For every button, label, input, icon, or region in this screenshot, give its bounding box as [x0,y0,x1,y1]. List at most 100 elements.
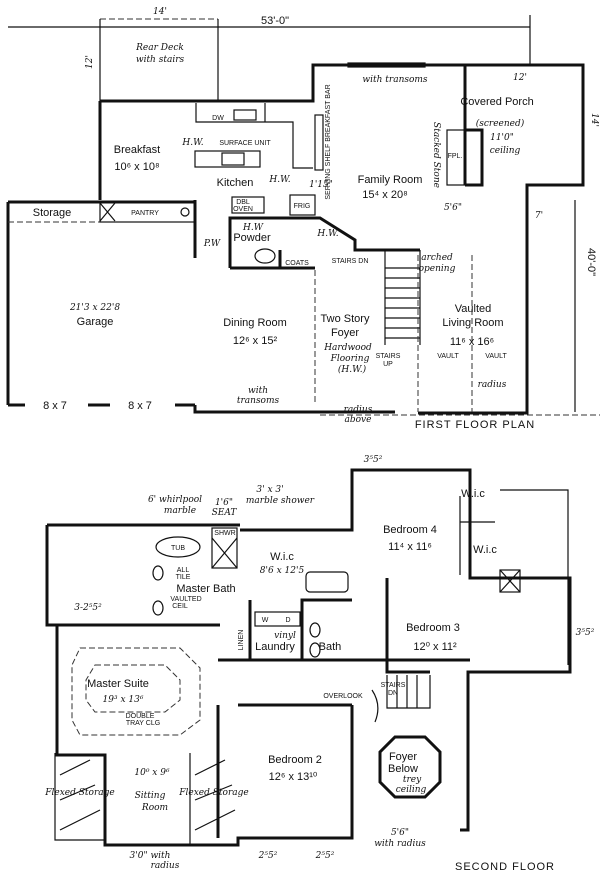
covered-porch-label: Covered Porch [460,96,533,108]
overall-width-label: 53'-0" [261,15,289,27]
sitting-room-label: Sitting [135,791,166,801]
dishwasher-label: DW [212,115,224,122]
stairs-up-label: UP [383,361,393,368]
window-size-note: 5'6" [391,828,409,838]
door-radius-note: above [345,415,372,425]
hw-note: H.W [242,223,264,233]
rear-deck-note: with stairs [136,55,185,65]
master-wing-walls [45,523,354,847]
pantry-label: PANTRY [131,210,159,217]
second-floor-title: SECOND FLOOR [455,861,555,873]
bathtub-icon [305,571,349,593]
window-size-note: 2⁵5² [315,851,335,861]
foyer-label: Foyer [331,327,359,339]
wic-label: W.i.c [270,551,294,563]
porch-ceiling-height: 11'0" [490,133,514,143]
shelf-height-label: 1'15" [309,180,333,190]
flooring-note: (H.W.) [338,364,367,375]
window-size-note: 3'0" with [130,851,171,861]
garage-door-1: 8 x 7 [43,400,67,412]
sitting-room-size: 10⁰ x 9⁶ [134,768,170,778]
wic-closets [459,496,495,575]
tray-ceiling-note: TRAY CLG [126,720,160,727]
arched-opening-note: arched [421,253,453,263]
porch-screened-note: (screened) [476,118,525,129]
vault-label: VAULT [437,353,459,360]
window-size-note: with radius [374,839,426,849]
wic-label: W.i.c [473,544,497,556]
second-floor-stairs [386,675,431,709]
pw-note: P.W [203,239,221,249]
tub-icon [155,536,201,558]
foyer-below-label: Below [388,763,418,775]
bedroom4-size: 11⁴ x 11⁶ [388,541,432,553]
coats-closet-label: COATS [285,260,309,267]
transoms-note: with transoms [362,75,428,85]
storage-walls [54,753,238,846]
master-bath-label: Master Bath [176,583,235,595]
bedroom4-label: Bedroom 4 [383,524,437,536]
sitting-room-label: Room [141,803,168,813]
garage-size: 21'3 x 22'8 [69,303,120,313]
overall-depth-label: 40'-0" [585,248,597,276]
second-floor-plan: TUB SHWR 6' whirlpool marble 1'6" SEAT 3… [44,455,594,873]
fireplace [465,128,484,187]
bedroom2-size: 12⁶ x 13¹⁰ [269,771,318,783]
stairs-down-label: STAIRS DN [332,258,369,265]
breakfast-size: 10⁶ x 10⁸ [114,161,159,173]
dining-room-label: Dining Room [223,317,287,329]
tray-ceiling-note: DOUBLE [126,713,155,720]
wic-label: W.i.c [461,488,485,500]
powder-room-label: Powder [233,232,271,244]
living-room-label: Living Room [442,317,503,329]
overlook-label: OVERLOOK [323,693,363,700]
vinyl-note: vinyl [274,631,296,641]
arched-opening-note: opening [419,264,456,274]
stairs-up-label: STAIRS [376,353,401,360]
oven-label: OVEN [233,206,253,213]
flooring-note: Hardwood [323,343,372,353]
bedroom3-size: 12⁰ x 11² [413,641,457,653]
stairs-label: STAIRS [381,682,406,689]
first-floor-walls [98,63,585,415]
deck-depth-label: 12' [85,55,95,69]
fridge-box [289,194,316,216]
seat-note: 1'6" [215,498,233,508]
kitchen-island [194,150,261,168]
tub-note: 6' whirlpool [148,495,202,505]
master-suite-size: 19³ x 13⁶ [103,695,144,705]
dining-transoms-note: with [248,386,268,396]
wic-size: 8'6 x 12'5 [260,566,305,576]
fireplace-label: FPL. [448,153,463,160]
foyer-below-label: Foyer [389,751,417,763]
dining-room-size: 12⁶ x 15² [233,335,278,347]
stacked-stone-note: Stacked Stone [431,122,441,188]
hw-note: H.W. [268,175,290,185]
bedroom3-label: Bedroom 3 [406,622,460,634]
window-size-note: 3⁵5² [576,628,595,638]
washer-dryer [254,611,301,627]
trey-ceiling-note: trey [403,775,422,785]
foyer-label: Two Story [321,313,370,325]
fridge-label: FRIG [294,203,311,210]
seat-note: SEAT [212,508,238,518]
kitchen-label: Kitchen [217,177,254,189]
porch-offset: 7' [535,211,543,221]
rear-deck-label: Rear Deck [135,43,184,53]
vaulted-note: CEIL [172,603,188,610]
vault-label: VAULT [485,353,507,360]
stairs-label: DN [388,690,398,697]
flooring-note: Flooring [330,354,370,364]
window-size-note: 3-2⁵5² [74,603,102,613]
tub-note: marble [164,506,196,516]
shower-label: SHWR [214,530,235,537]
shower-note: marble shower [246,496,315,506]
master-suite-label: Master Suite [87,678,149,690]
storage-hatching [59,759,236,831]
sink-icon [233,109,257,121]
tray-ceiling-outer [71,647,201,736]
hw-note: H.W. [181,138,203,148]
window-size-note: radius [151,861,180,871]
shower-note: 3' x 3' [256,485,283,495]
